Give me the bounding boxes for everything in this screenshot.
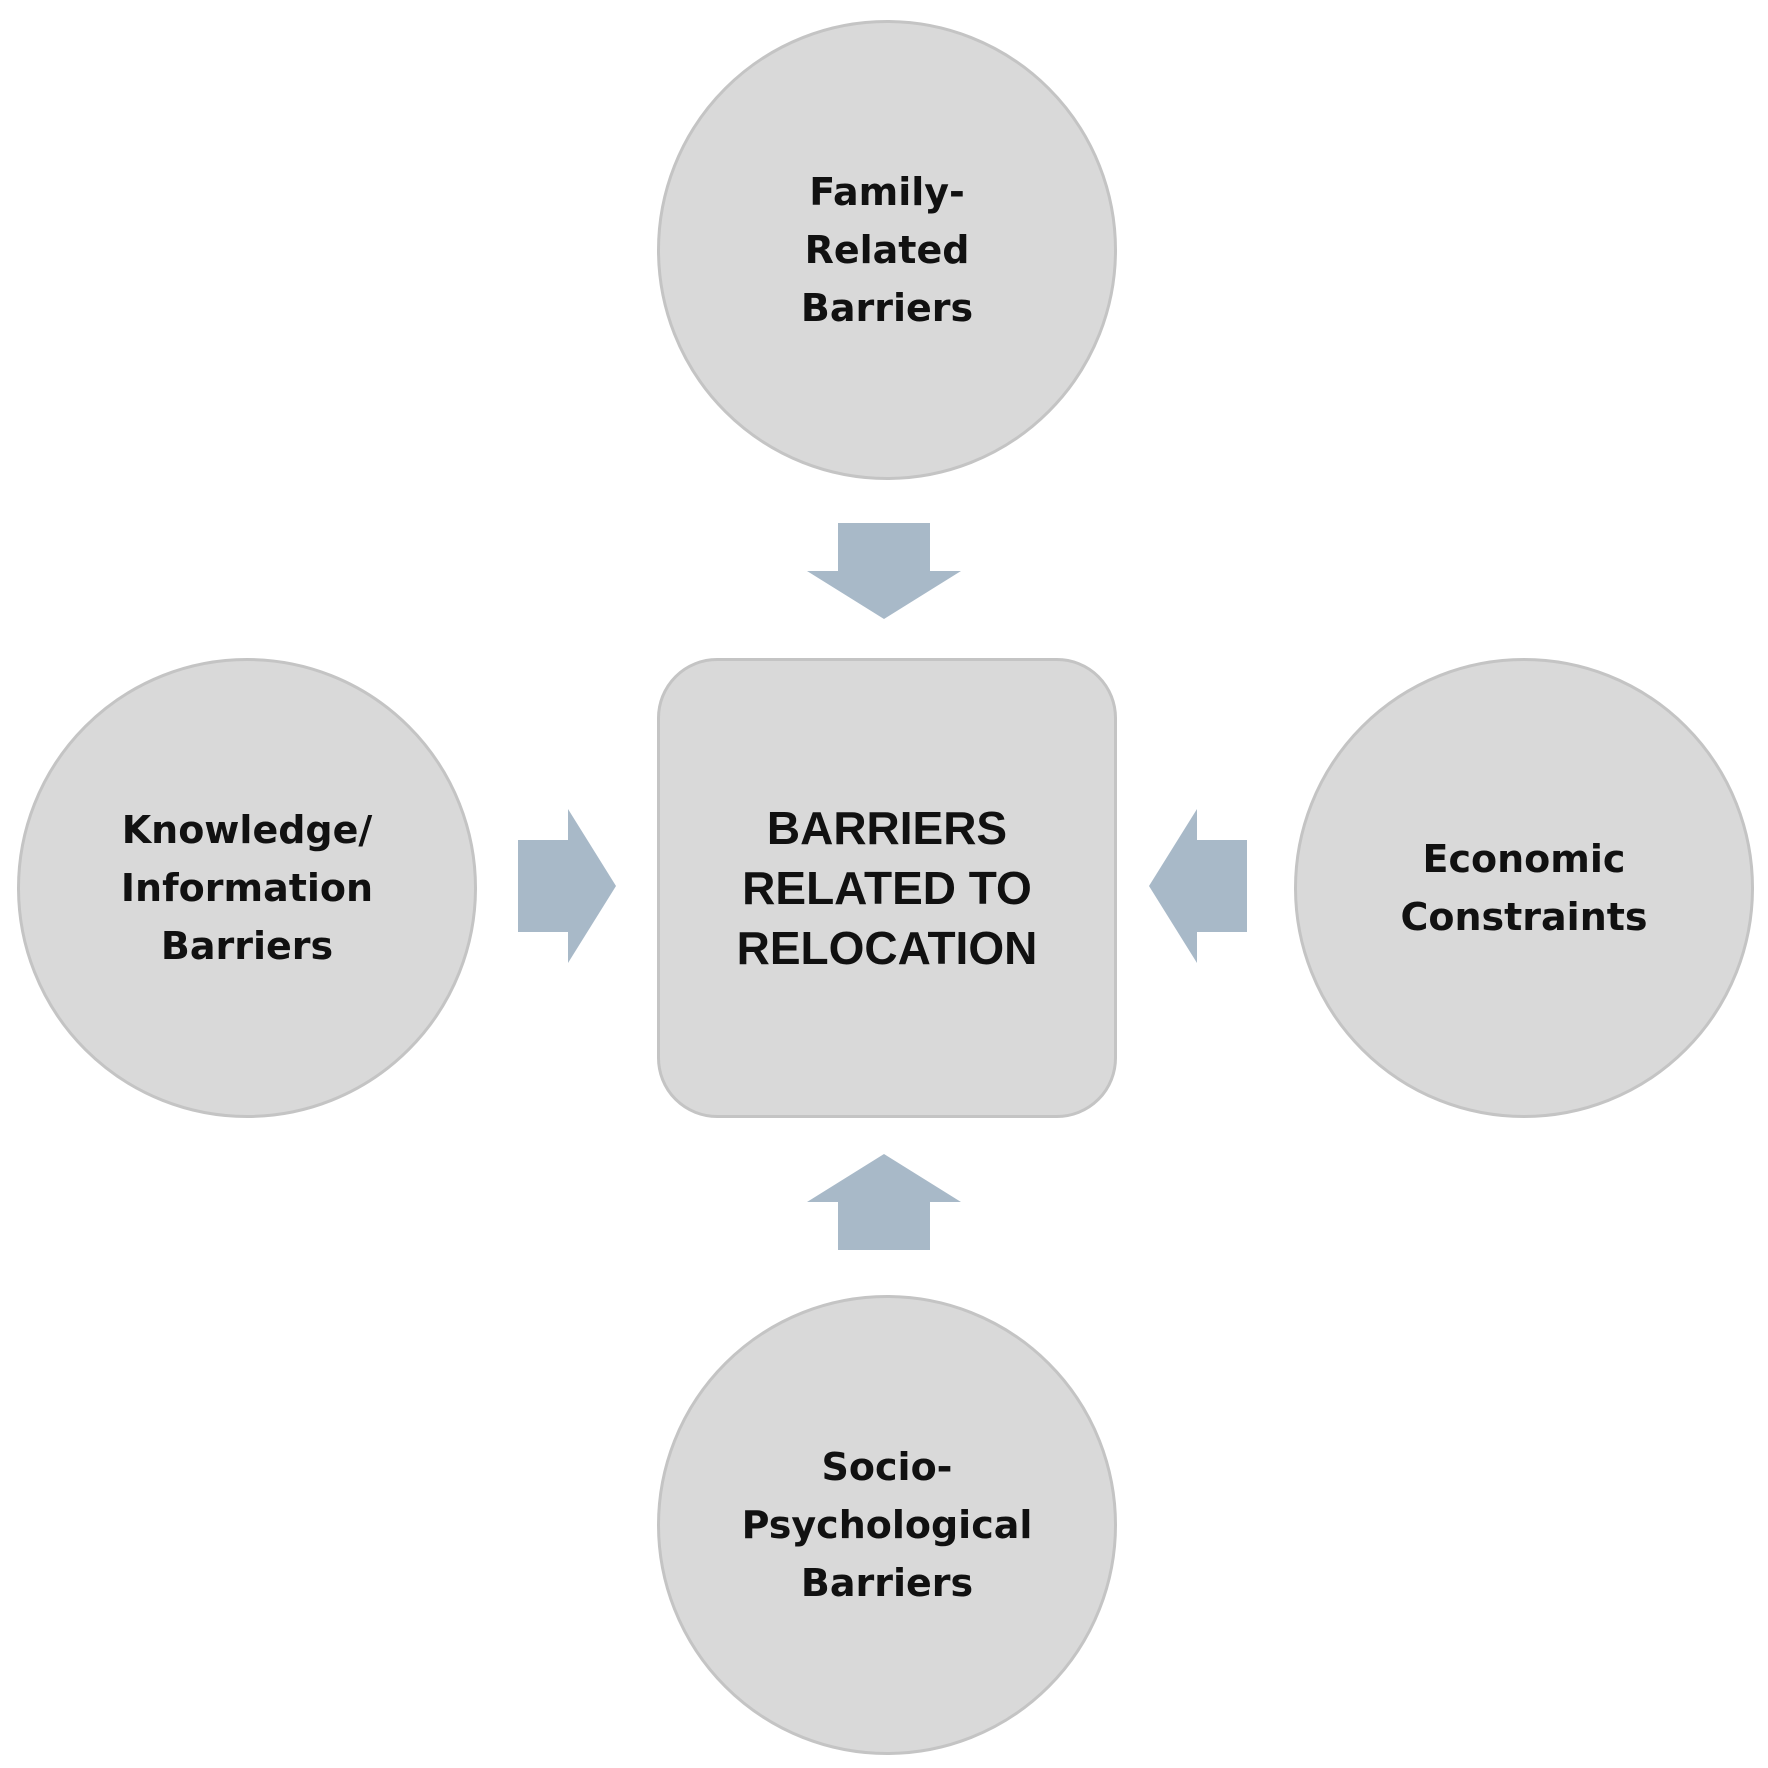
arrow-up-bottom [807, 1154, 961, 1250]
arrow-right-left [518, 809, 616, 963]
socio-psychological-barriers-node: Socio- Psychological Barriers [657, 1295, 1117, 1755]
family-related-barriers-node: Family- Related Barriers [657, 20, 1117, 480]
arrow-left-right [1149, 809, 1247, 963]
socio-psychological-barriers-label: Socio- Psychological Barriers [741, 1445, 1033, 1605]
economic-constraints-node: Economic Constraints [1294, 658, 1754, 1118]
knowledge-information-barriers-label: Knowledge/ Information Barriers [120, 808, 374, 968]
barriers-related-to-relocation-node: BARRIERS RELATED TO RELOCATION [657, 658, 1117, 1118]
arrow-down-top [807, 523, 961, 619]
knowledge-information-barriers-node: Knowledge/ Information Barriers [17, 658, 477, 1118]
barriers-related-to-relocation-label: BARRIERS RELATED TO RELOCATION [736, 802, 1038, 974]
economic-constraints-label: Economic Constraints [1400, 837, 1648, 939]
family-related-barriers-label: Family- Related Barriers [800, 170, 974, 330]
